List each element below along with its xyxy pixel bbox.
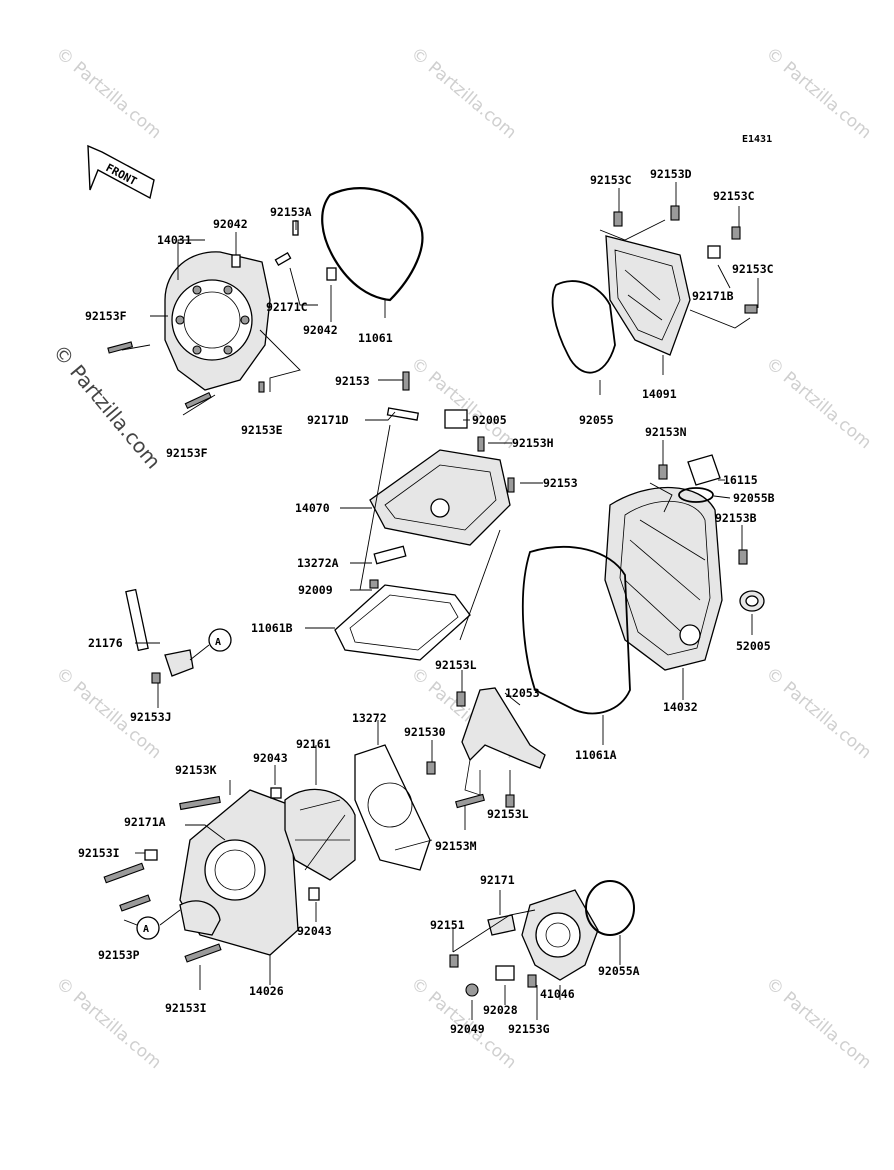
label-41046: 41046 <box>540 987 575 1001</box>
label-92042-a: 92042 <box>213 217 248 231</box>
label-92153I-a: 92153I <box>78 846 120 860</box>
label-92153E: 92153E <box>241 423 283 437</box>
label-92153C-b: 92153C <box>713 189 755 203</box>
label-92043-a: 92043 <box>253 751 288 765</box>
leaders-middle <box>305 379 543 641</box>
cover-14032 <box>521 454 765 715</box>
diagram-code: E1431 <box>742 134 772 145</box>
label-92153-b: 92153 <box>543 476 578 490</box>
leaders-bottom-left <box>123 720 433 990</box>
label-11061B: 11061B <box>251 621 293 635</box>
label-92153G: 92153G <box>508 1022 550 1036</box>
label-92153J: 92153J <box>130 710 172 724</box>
label-92028: 92028 <box>483 1003 518 1017</box>
label-14031: 14031 <box>157 233 192 247</box>
watermark: © Partzilla.com <box>52 44 165 144</box>
gasket-11061 <box>321 187 424 302</box>
label-92153D: 92153D <box>650 167 692 181</box>
label-92153F-b: 92153F <box>166 446 208 460</box>
label-92153H: 92153H <box>512 436 554 450</box>
label-92153A: 92153A <box>270 205 312 219</box>
leaders-right <box>602 440 753 745</box>
cover-14031 <box>164 220 337 391</box>
label-13272A: 13272A <box>297 556 339 570</box>
label-92153P: 92153P <box>98 948 140 962</box>
watermark: © Partzilla.com <box>762 664 875 764</box>
label-92171B: 92171B <box>692 289 734 303</box>
leaders-bottom-right <box>452 890 621 1020</box>
label-921530: 921530 <box>404 725 446 739</box>
label-52005: 52005 <box>736 639 771 653</box>
label-92161: 92161 <box>296 737 331 751</box>
label-92153L-a: 92153L <box>435 658 477 672</box>
bracket-12053 <box>461 687 546 796</box>
label-92171C: 92171C <box>266 300 308 314</box>
label-92005: 92005 <box>472 413 507 427</box>
part-labels: 14031 92042 92153A 92171C 92042 11061 92… <box>78 167 775 1036</box>
label-11061A: 11061A <box>575 748 617 762</box>
label-92153C-a: 92153C <box>590 173 632 187</box>
label-92153N: 92153N <box>645 425 687 439</box>
cover-14091 <box>551 235 721 374</box>
bolts <box>103 205 758 988</box>
watermark: © Partzilla.com <box>762 44 875 144</box>
label-12053: 12053 <box>505 686 540 700</box>
label-21176: 21176 <box>88 636 123 650</box>
leaders-left-mid <box>135 642 210 708</box>
watermark: © Partzilla.com <box>407 44 520 144</box>
label-92043-b: 92043 <box>297 924 332 938</box>
watermark: © Partzilla.com <box>762 974 875 1074</box>
label-92153M: 92153M <box>435 839 477 853</box>
label-92055B: 92055B <box>733 491 775 505</box>
label-13272: 13272 <box>352 711 387 725</box>
label-92153-a: 92153 <box>335 374 370 388</box>
label-92171: 92171 <box>480 873 515 887</box>
cover-14070 <box>334 407 511 661</box>
label-14070: 14070 <box>295 501 330 515</box>
label-92171D: 92171D <box>307 413 349 427</box>
label-92153I-b: 92153I <box>165 1001 207 1015</box>
label-92153B: 92153B <box>715 511 757 525</box>
part-21176: A <box>125 588 232 677</box>
label-16115: 16115 <box>723 473 758 487</box>
label-92055: 92055 <box>579 413 614 427</box>
watermark: © Partzilla.com <box>52 974 165 1074</box>
label-92009: 92009 <box>298 583 333 597</box>
label-92042-b: 92042 <box>303 323 338 337</box>
front-arrow: FRONT <box>87 144 155 200</box>
label-92151: 92151 <box>430 918 465 932</box>
cover-14026: A <box>136 744 431 956</box>
callout-a-top: A <box>215 637 221 648</box>
label-11061: 11061 <box>358 331 393 345</box>
label-14032: 14032 <box>663 700 698 714</box>
label-92049: 92049 <box>450 1022 485 1036</box>
label-92153K: 92153K <box>175 763 217 777</box>
side-watermark: © Partzilla.com <box>48 340 166 474</box>
label-92153C-c: 92153C <box>732 262 774 276</box>
label-92055A: 92055A <box>598 964 640 978</box>
callout-a-bottom: A <box>143 924 149 935</box>
label-92171A: 92171A <box>124 815 166 829</box>
label-92153F-a: 92153F <box>85 309 127 323</box>
watermark: © Partzilla.com <box>762 354 875 454</box>
cover-41046 <box>465 880 635 997</box>
label-92153L-b: 92153L <box>487 807 529 821</box>
label-14091: 14091 <box>642 387 677 401</box>
leaders-top-left <box>121 220 386 416</box>
label-14026: 14026 <box>249 984 284 998</box>
watermark: © Partzilla.com <box>407 354 520 454</box>
